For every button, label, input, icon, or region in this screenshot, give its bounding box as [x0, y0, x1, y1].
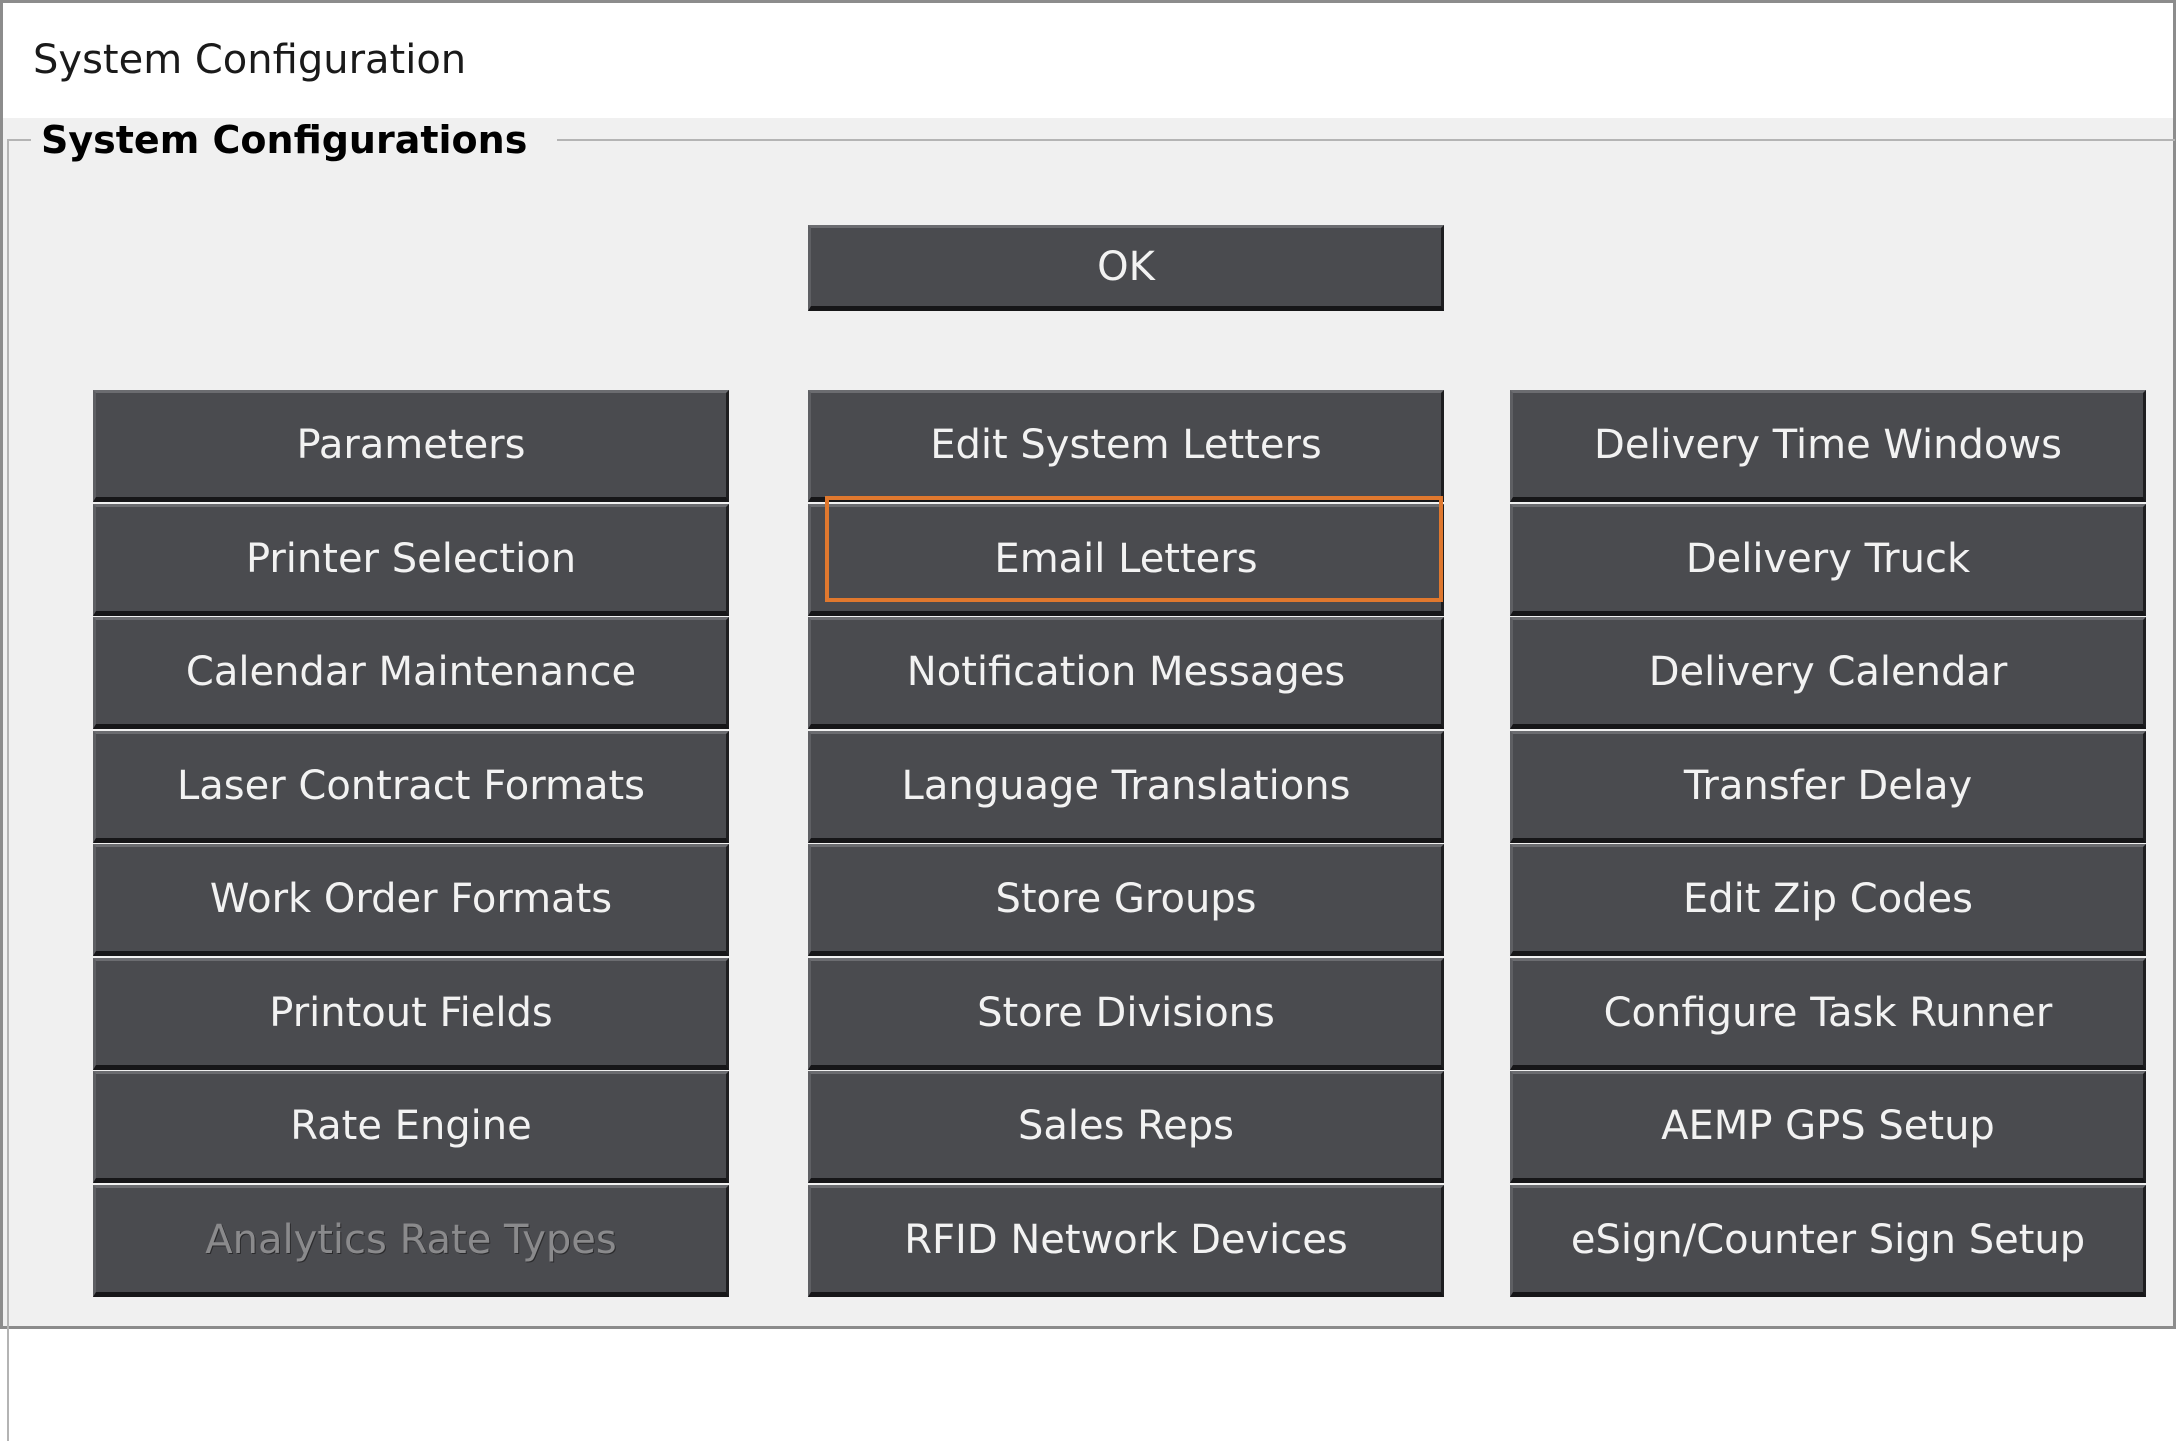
- delivery-calendar-button[interactable]: Delivery Calendar: [1510, 617, 2146, 729]
- rate-engine-button[interactable]: Rate Engine: [93, 1071, 729, 1183]
- email-letters-button[interactable]: Email Letters: [808, 504, 1444, 616]
- delivery-truck-button[interactable]: Delivery Truck: [1510, 504, 2146, 616]
- delivery-time-windows-button[interactable]: Delivery Time Windows: [1510, 390, 2146, 502]
- system-configuration-window: System Configuration System Configuratio…: [0, 0, 2176, 1329]
- work-order-formats-button[interactable]: Work Order Formats: [93, 844, 729, 956]
- rfid-network-devices-button[interactable]: RFID Network Devices: [808, 1185, 1444, 1297]
- ok-button[interactable]: OK: [808, 225, 1444, 311]
- notification-messages-button[interactable]: Notification Messages: [808, 617, 1444, 729]
- laser-contract-formats-button[interactable]: Laser Contract Formats: [93, 731, 729, 843]
- group-label: System Configurations: [31, 118, 557, 162]
- store-divisions-button[interactable]: Store Divisions: [808, 958, 1444, 1070]
- title-bar: System Configuration: [3, 3, 2173, 118]
- sales-reps-button[interactable]: Sales Reps: [808, 1071, 1444, 1183]
- language-translations-button[interactable]: Language Translations: [808, 731, 1444, 843]
- transfer-delay-button[interactable]: Transfer Delay: [1510, 731, 2146, 843]
- edit-system-letters-button[interactable]: Edit System Letters: [808, 390, 1444, 502]
- esign-counter-sign-setup-button[interactable]: eSign/Counter Sign Setup: [1510, 1185, 2146, 1297]
- parameters-button[interactable]: Parameters: [93, 390, 729, 502]
- analytics-rate-types-button: Analytics Rate Types: [93, 1185, 729, 1297]
- aemp-gps-setup-button[interactable]: AEMP GPS Setup: [1510, 1071, 2146, 1183]
- window-title: System Configuration: [33, 37, 466, 83]
- store-groups-button[interactable]: Store Groups: [808, 844, 1444, 956]
- calendar-maintenance-button[interactable]: Calendar Maintenance: [93, 617, 729, 729]
- edit-zip-codes-button[interactable]: Edit Zip Codes: [1510, 844, 2146, 956]
- printout-fields-button[interactable]: Printout Fields: [93, 958, 729, 1070]
- configure-task-runner-button[interactable]: Configure Task Runner: [1510, 958, 2146, 1070]
- printer-selection-button[interactable]: Printer Selection: [93, 504, 729, 616]
